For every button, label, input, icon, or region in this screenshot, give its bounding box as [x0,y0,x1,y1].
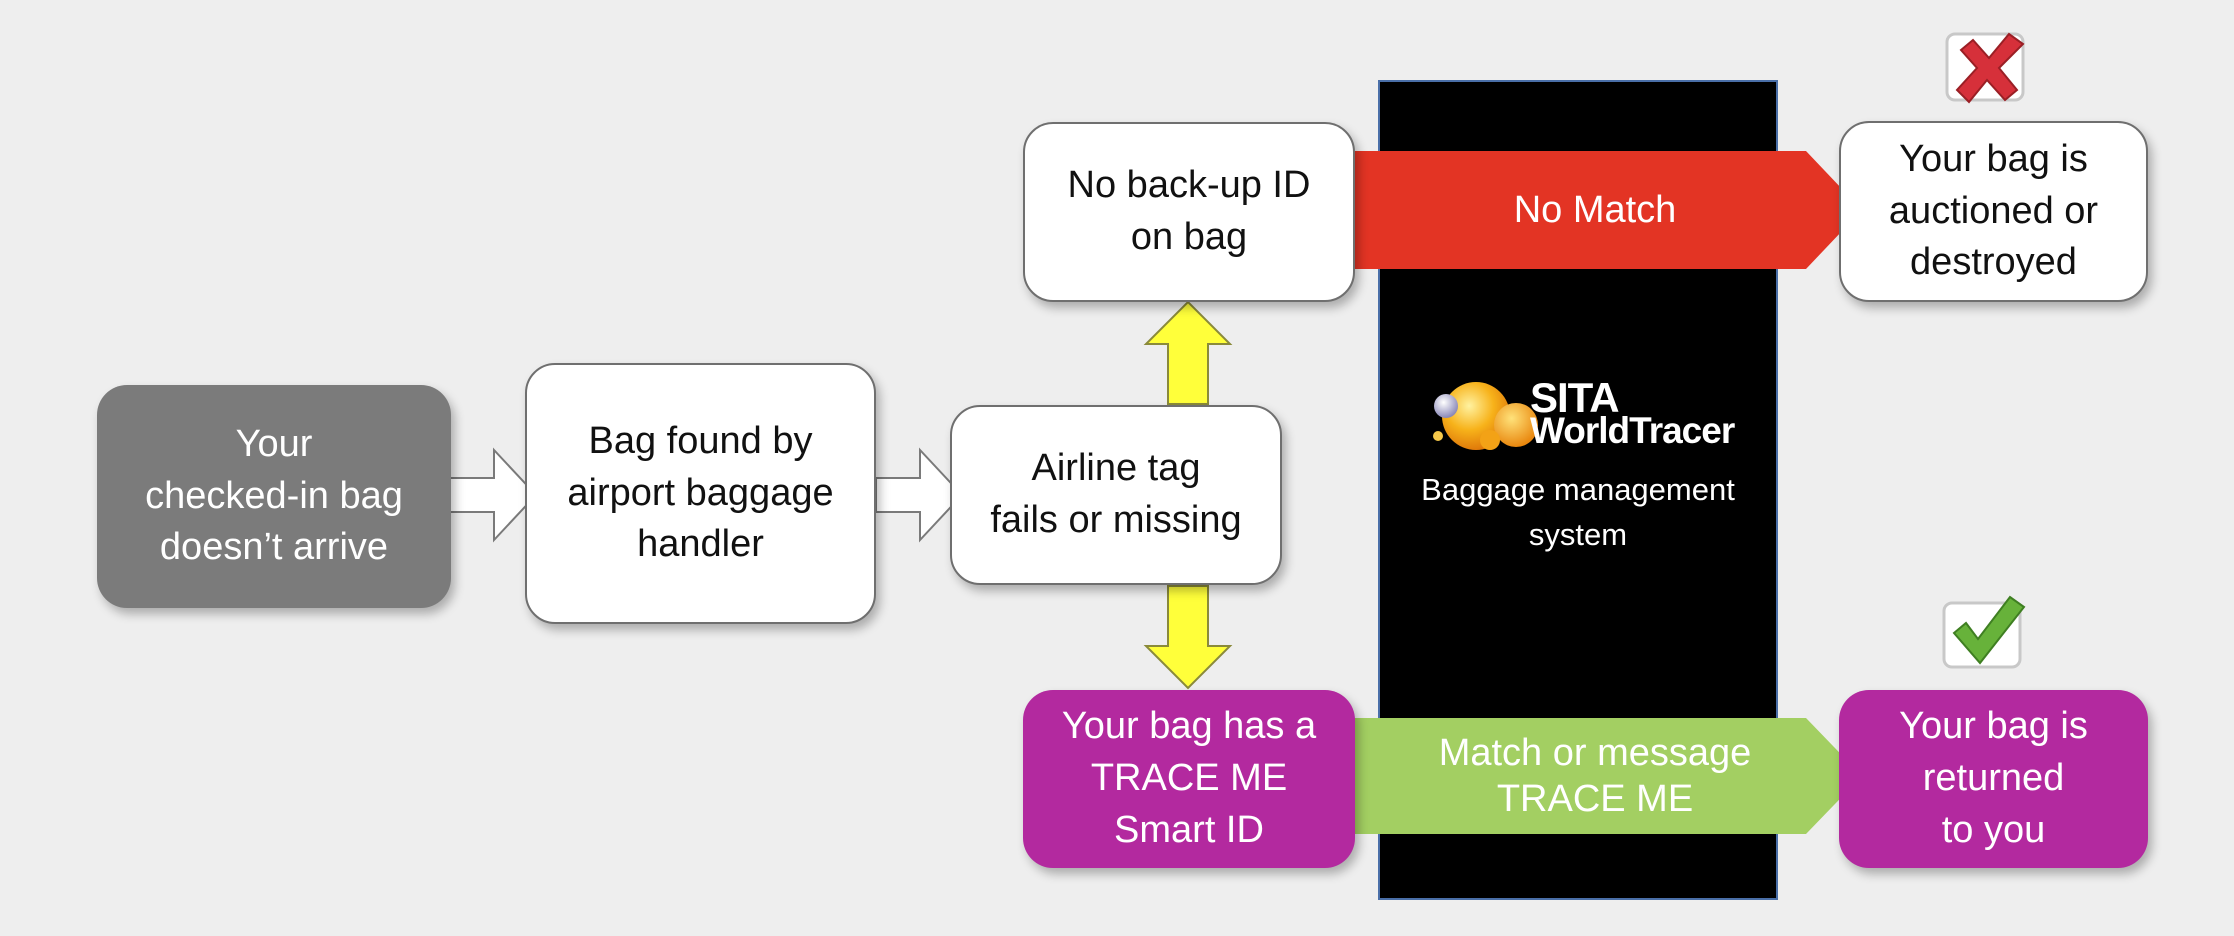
outcome-bad-node: Your bag is auctioned or destroyed [1839,121,2148,302]
arrow-start-to-found [449,447,538,543]
found-node-text: Bag found by airport baggage handler [567,419,834,566]
found-node: Bag found by airport baggage handler [525,363,876,624]
no-backup-node-text: No back-up ID on bag [1067,164,1311,258]
start-node-text: Your checked-in bag doesn’t arrive [145,422,403,569]
match-band [1348,718,1862,834]
sita-brand-bottom: WorldTracer [1530,410,1735,451]
tag-fails-node: Airline tag fails or missing [950,405,1282,585]
outcome-good-node: Your bag is returned to you [1839,690,2148,868]
traceme-node-text: Your bag has a TRACE ME Smart ID [1061,705,1317,851]
tag-fails-node-text: Airline tag fails or missing [990,447,1242,541]
outcome-bad-node-text: Your bag is auctioned or destroyed [1888,137,2099,284]
no-match-band [1348,151,1862,269]
outcome-good-node-text: Your bag is returned to you [1899,705,2088,851]
no-backup-node: No back-up ID on bag [1023,122,1355,302]
red-cross-icon [1945,32,2025,104]
arrow-down-to-traceme [1143,585,1233,690]
system-caption: Baggage management system [1421,472,1735,552]
start-node: Your checked-in bag doesn’t arrive [97,385,451,608]
sita-worldtracer-logo [1433,382,1538,450]
match-label: Match or message TRACE ME [1438,731,1752,820]
green-check-icon [1942,595,2026,669]
arrow-found-to-tag [875,447,964,543]
sita-brand-top: SITA [1530,374,1620,421]
arrow-up-to-no-backup [1143,300,1233,405]
no-match-label: No Match [1513,188,1677,231]
traceme-node: Your bag has a TRACE ME Smart ID [1023,690,1355,868]
